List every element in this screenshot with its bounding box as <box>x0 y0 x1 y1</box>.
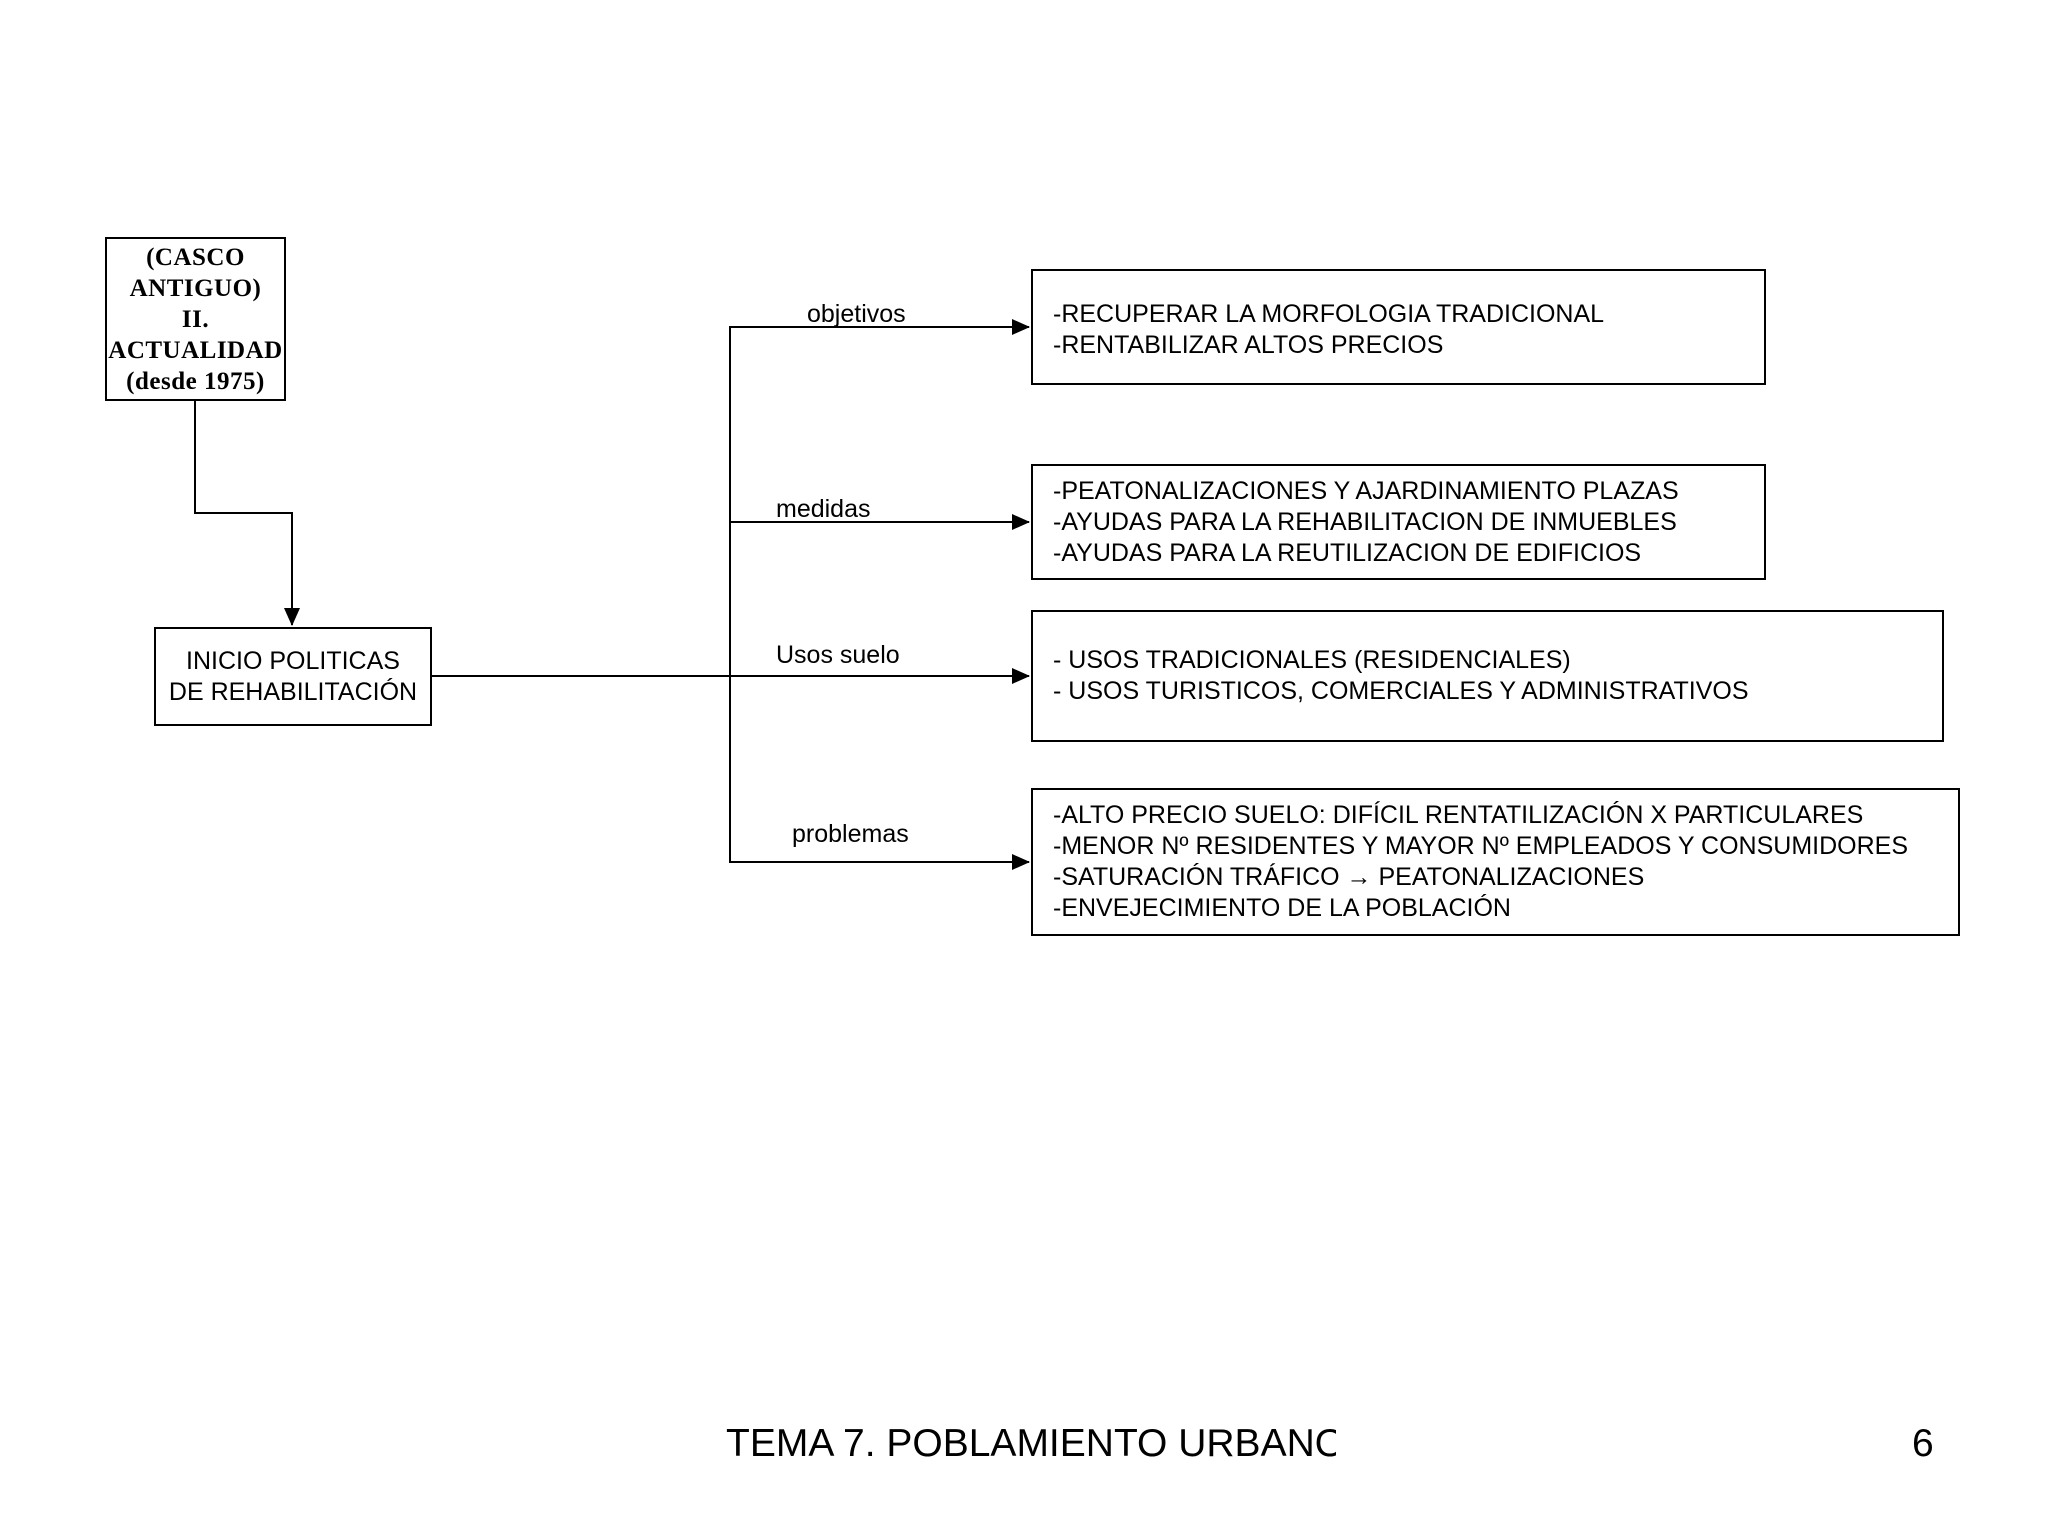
start-line: INICIO POLITICAS <box>186 646 400 675</box>
usos-suelo-item: - USOS TURISTICOS, COMERCIALES Y ADMINIS… <box>1053 677 1749 705</box>
problemas-item: -ALTO PRECIO SUELO: DIFÍCIL RENTATILIZAC… <box>1053 801 1864 829</box>
title-line: II. <box>181 305 210 333</box>
branch-label-objetivos: objetivos <box>807 300 906 328</box>
objetivos-item: -RENTABILIZAR ALTOS PRECIOS <box>1053 331 1444 359</box>
medidas-item: -PEATONALIZACIONES Y AJARDINAMIENTO PLAZ… <box>1053 476 1679 505</box>
usos-suelo-box: - USOS TRADICIONALES (RESIDENCIALES) - U… <box>1031 610 1944 742</box>
footer-title: TEMA 7. POBLAMIENTO URBANO <box>726 1422 1336 1465</box>
branch-label-usos-suelo: Usos suelo <box>776 641 900 669</box>
usos-suelo-item: - USOS TRADICIONALES (RESIDENCIALES) <box>1053 646 1571 674</box>
problemas-item: -MENOR Nº RESIDENTES Y MAYOR Nº EMPLEADO… <box>1053 832 1908 860</box>
title-line: ANTIGUO) <box>129 274 262 302</box>
title-line: (CASCO <box>146 243 245 271</box>
title-box: (CASCO ANTIGUO) II. ACTUALIDAD (desde 19… <box>105 237 286 401</box>
connector-title-to-start <box>194 401 300 626</box>
problemas-box: -ALTO PRECIO SUELO: DIFÍCIL RENTATILIZAC… <box>1031 788 1960 936</box>
start-box: INICIO POLITICAS DE REHABILITACIÓN <box>154 627 432 726</box>
title-line: ACTUALIDAD <box>108 336 283 364</box>
page-number: 6 <box>1912 1422 1934 1465</box>
branch-label-medidas: medidas <box>776 495 871 523</box>
objetivos-box: -RECUPERAR LA MORFOLOGIA TRADICIONAL -RE… <box>1031 269 1766 385</box>
start-line: DE REHABILITACIÓN <box>168 677 418 706</box>
problemas-item: -ENVEJECIMIENTO DE LA POBLACIÓN <box>1053 894 1511 922</box>
title-line: (desde 1975) <box>126 367 265 395</box>
problemas-item: -SATURACIÓN TRÁFICO → PEATONALIZACIONES <box>1053 863 1645 891</box>
objetivos-item: -RECUPERAR LA MORFOLOGIA TRADICIONAL <box>1053 300 1605 328</box>
medidas-box: -PEATONALIZACIONES Y AJARDINAMIENTO PLAZ… <box>1031 464 1766 580</box>
medidas-item: -AYUDAS PARA LA REUTILIZACION DE EDIFICI… <box>1053 538 1642 567</box>
branch-label-problemas: problemas <box>792 820 909 848</box>
medidas-item: -AYUDAS PARA LA REHABILITACION DE INMUEB… <box>1053 507 1677 536</box>
